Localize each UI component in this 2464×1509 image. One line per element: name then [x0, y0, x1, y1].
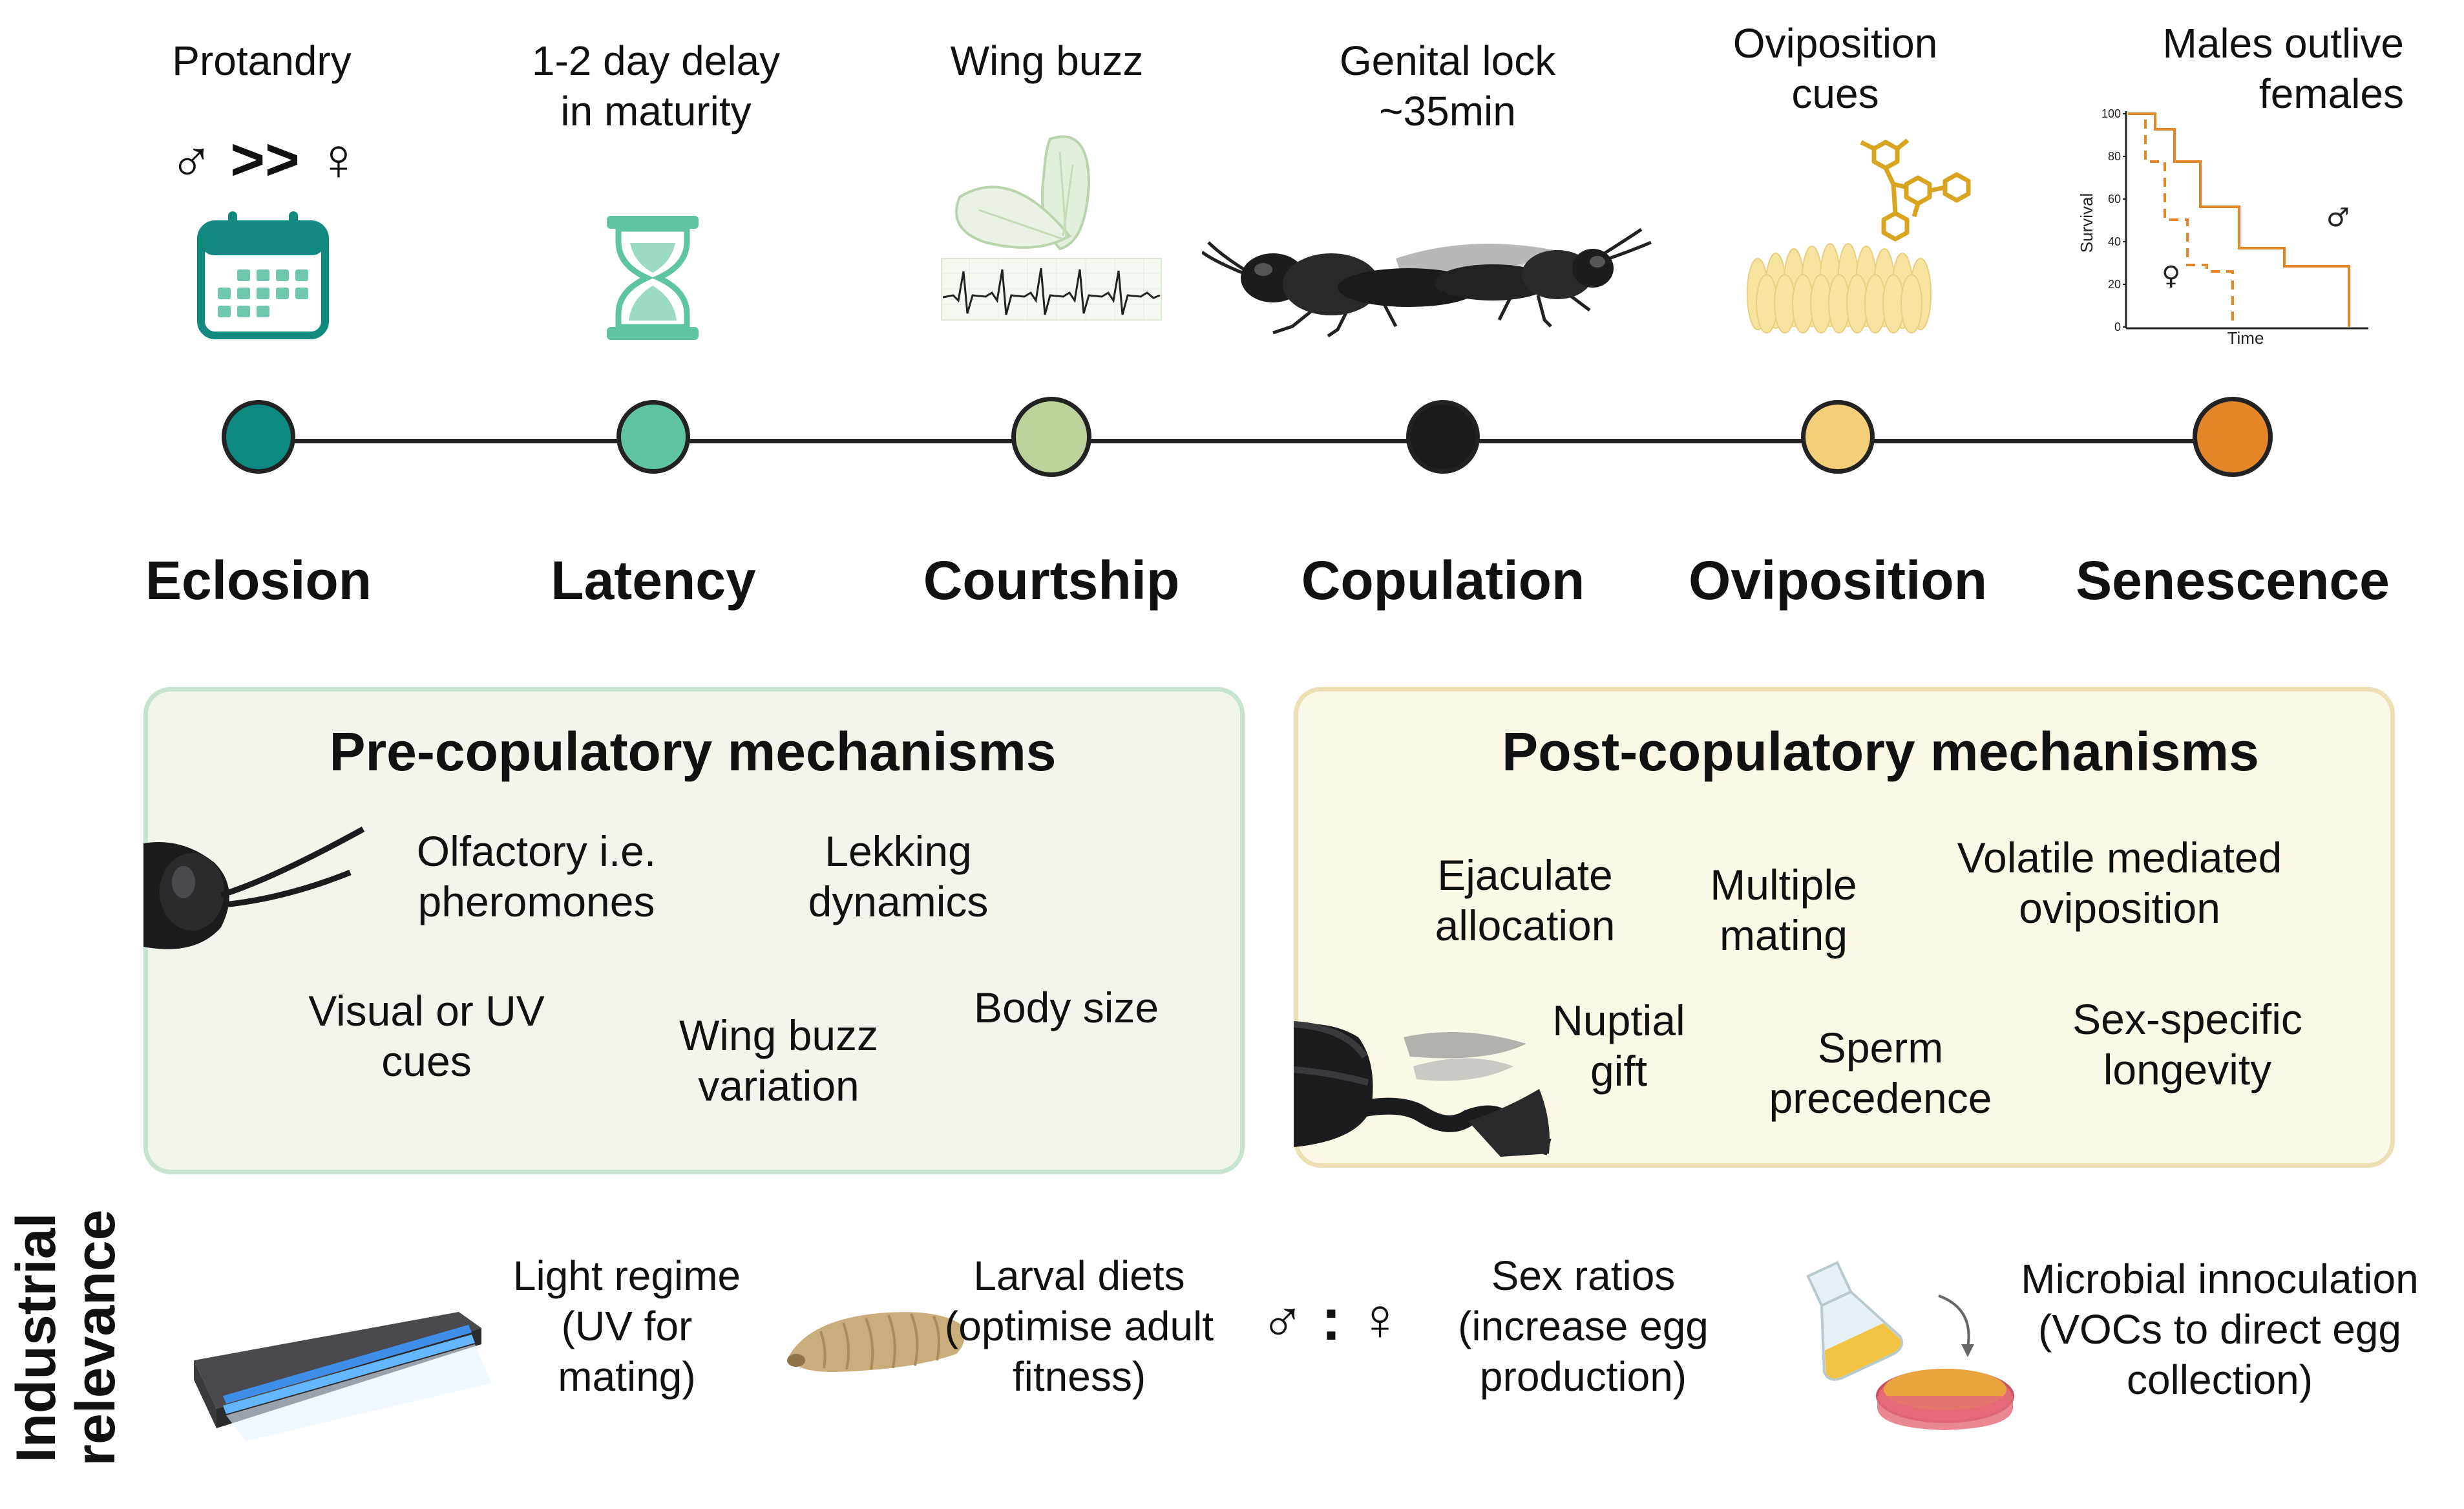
post-item-longevity: Sex-specific longevity: [2072, 995, 2302, 1093]
fly-head-icon: [143, 818, 370, 956]
industrial-item-larval-diets: Larval diets (optimise adult fitness): [944, 1252, 1214, 1400]
industrial-item-sex-ratios: Sex ratios (increase egg production): [1458, 1252, 1709, 1400]
stage-label-copulation: Copulation: [1301, 550, 1585, 611]
caption-senescence: Males outlive females: [2162, 20, 2405, 117]
survival-plot: Survival 100 80 60 40 20 0 ♂ ♀ Time: [2071, 97, 2381, 349]
post-item-volatile: Volatile mediated oviposition: [1957, 834, 2282, 932]
male-symbol: ♂: [2326, 203, 2350, 233]
abdomen-lock-icon: [1294, 1011, 1552, 1160]
post-item-multiple-mating: Multiple mating: [1710, 861, 1857, 959]
ytick-60: 60: [2108, 193, 2121, 206]
hourglass-icon: [604, 213, 701, 343]
caption-latency: 1-2 day delay in maturity: [531, 37, 781, 134]
pre-item-wing-buzz: Wing buzz variation: [679, 1011, 879, 1110]
industrial-item-microbial: Microbial innoculation (VOCs to direct e…: [2021, 1256, 2419, 1403]
female-symbol: ♀: [2162, 261, 2180, 291]
ytick-20: 20: [2108, 278, 2121, 291]
ytick-40: 40: [2108, 235, 2121, 248]
industrial-item-light: Light regime (UV for mating): [512, 1252, 741, 1400]
sex-ratio-symbols: ♂ : ♀: [1260, 1287, 1402, 1353]
larva-icon: [782, 1296, 969, 1380]
caption-protandry: Protandry: [172, 37, 352, 84]
timeline-node-courtship: [1011, 397, 1091, 477]
calendar-icon: [197, 210, 330, 339]
stage-label-latency: Latency: [551, 550, 756, 611]
oviposition-cues-icon: [1738, 139, 1971, 336]
female-survival-curve: [2136, 112, 2234, 327]
survival-ylabel: Survival: [2077, 193, 2096, 253]
survival-xlabel: Time: [2227, 328, 2264, 348]
timeline-node-eclosion: [222, 400, 295, 474]
copulating-flies-icon: [1202, 223, 1654, 339]
pre-copulatory-title: Pre-copulatory mechanisms: [329, 721, 1057, 782]
post-copulatory-title: Post-copulatory mechanisms: [1502, 721, 2259, 782]
ytick-0: 0: [2114, 321, 2121, 333]
timeline-node-oviposition: [1801, 400, 1875, 474]
stage-label-oviposition: Oviposition: [1689, 550, 1987, 611]
post-copulatory-panel: [1294, 687, 2395, 1168]
flask-petri-icon: [1790, 1257, 2016, 1431]
stage-label-courtship: Courtship: [923, 550, 1180, 611]
male-survival-curve: [2128, 112, 2350, 327]
ytick-80: 80: [2108, 150, 2121, 163]
wing-buzz-icon: [940, 126, 1166, 333]
post-item-sperm-precedence: Sperm precedence: [1769, 1024, 1992, 1122]
stage-label-eclosion: Eclosion: [145, 550, 372, 611]
protandry-symbols: ♂ >> ♀: [169, 127, 361, 193]
post-item-nuptial-gift: Nuptial gift: [1552, 997, 1685, 1095]
industrial-relevance-label: Industrial relevance: [5, 1209, 127, 1466]
caption-copulation: Genital lock ~35min: [1339, 37, 1556, 134]
timeline-node-latency: [616, 400, 690, 474]
timeline-line: [262, 439, 2239, 443]
pre-copulatory-panel: [143, 687, 1245, 1174]
caption-courtship: Wing buzz: [950, 37, 1144, 84]
post-item-ejaculate: Ejaculate allocation: [1435, 851, 1616, 949]
pre-item-olfactory: Olfactory i.e. pheromones: [416, 827, 657, 925]
caption-oviposition: Oviposition cues: [1732, 20, 1938, 117]
ytick-100: 100: [2101, 107, 2121, 120]
pre-item-lekking: Lekking dynamics: [808, 827, 989, 925]
timeline-node-copulation: [1406, 400, 1480, 474]
uv-lamp-icon: [187, 1299, 491, 1441]
stage-label-senescence: Senescence: [2076, 550, 2390, 611]
pre-item-body-size: Body size: [973, 984, 1159, 1031]
pre-item-visual: Visual or UV cues: [308, 987, 545, 1085]
timeline-node-senescence: [2193, 397, 2273, 477]
